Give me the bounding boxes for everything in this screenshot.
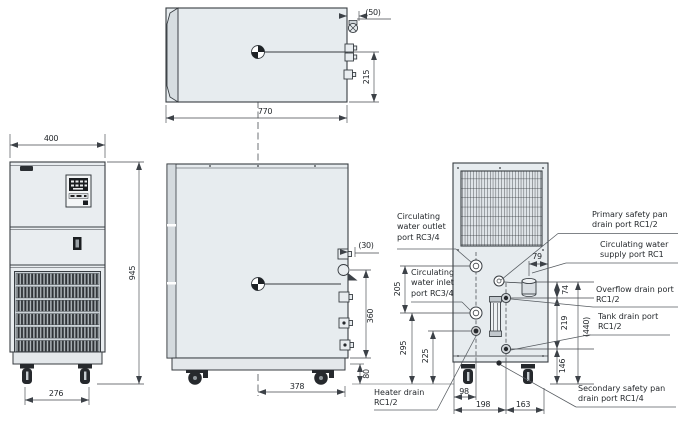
label-leaders (374, 233, 678, 411)
tank-drain-port (500, 343, 512, 355)
secondary-safety-pan-port (496, 360, 502, 366)
dim-rear-port-spacing: 205 (393, 281, 402, 297)
label-tank-drain: Tank drain port RC1/2 (598, 312, 659, 332)
overflow-drain-port (500, 292, 512, 304)
heater-drain-port (471, 326, 481, 336)
dim-rear-198: 198 (475, 400, 491, 409)
door-latch (73, 237, 82, 250)
top-view (165, 7, 359, 103)
front-view (9, 161, 106, 384)
dim-front-height: 945 (128, 265, 137, 281)
controller-panel (65, 174, 92, 208)
top-view-front-edge (166, 7, 179, 103)
side-front-edge (166, 163, 177, 359)
side-view (166, 163, 358, 385)
dim-rear-163: 163 (515, 400, 531, 409)
top-edge-fittings (343, 43, 358, 80)
dim-front-caster-span: 276 (48, 389, 64, 398)
dim-side-port-height: 360 (366, 308, 375, 324)
dim-side-base-height: 80 (362, 369, 371, 379)
dim-top-depth: 215 (362, 69, 371, 85)
dim-rear-heater-height: 225 (421, 348, 430, 364)
side-view-dimensions (257, 247, 454, 397)
brand-logo (20, 166, 33, 171)
top-view-dimensions (165, 11, 391, 123)
dim-rear-74: 74 (561, 285, 570, 295)
dim-front-width: 400 (43, 134, 59, 143)
dim-side-fitting-offset: (30) (358, 241, 374, 250)
rear-casters (461, 364, 535, 384)
label-primary-safety-pan: Primary safety pan drain port RC1/2 (592, 210, 668, 230)
dim-rear-146: 146 (558, 358, 567, 374)
label-outlet-port: Circulating water outlet port RC3/4 (397, 212, 446, 242)
side-casters (186, 370, 334, 385)
primary-safety-pan-port (493, 275, 505, 287)
dim-rear-supply-offset: 79 (532, 252, 542, 261)
front-view-dimensions (9, 134, 144, 405)
label-overflow-drain: Overflow drain port RC1/2 (596, 285, 674, 305)
dim-rear-219: 219 (560, 315, 569, 331)
dim-rear-98: 98 (459, 387, 469, 396)
dim-side-center-to-rear: 378 (289, 382, 305, 391)
front-grille (14, 271, 101, 353)
valve-fitting (347, 20, 359, 34)
inlet-port (469, 306, 483, 320)
condenser-grille (460, 170, 543, 247)
dim-top-valve-offset: (50) (365, 8, 381, 17)
label-heater-drain: Heater drain RC1/2 (374, 388, 425, 408)
dim-rear-440: (440) (582, 316, 591, 338)
center-mark-side (251, 277, 265, 291)
label-secondary-safety-pan: Secondary safety pan drain port RC1/4 (578, 384, 666, 404)
supply-port-cylinder (521, 277, 537, 297)
dim-rear-inlet-height: 295 (399, 340, 408, 356)
outlet-port (469, 259, 483, 273)
rear-view (452, 162, 549, 384)
dim-top-width: 770 (257, 107, 273, 116)
level-gauge (489, 296, 502, 337)
label-supply-port: Circulating water supply port RC1 (600, 240, 669, 260)
center-mark-top (251, 45, 265, 59)
label-inlet-port: Circulating water inlet port RC3/4 (411, 268, 455, 298)
front-casters (20, 364, 92, 384)
rear-view-dimensions (400, 261, 594, 414)
